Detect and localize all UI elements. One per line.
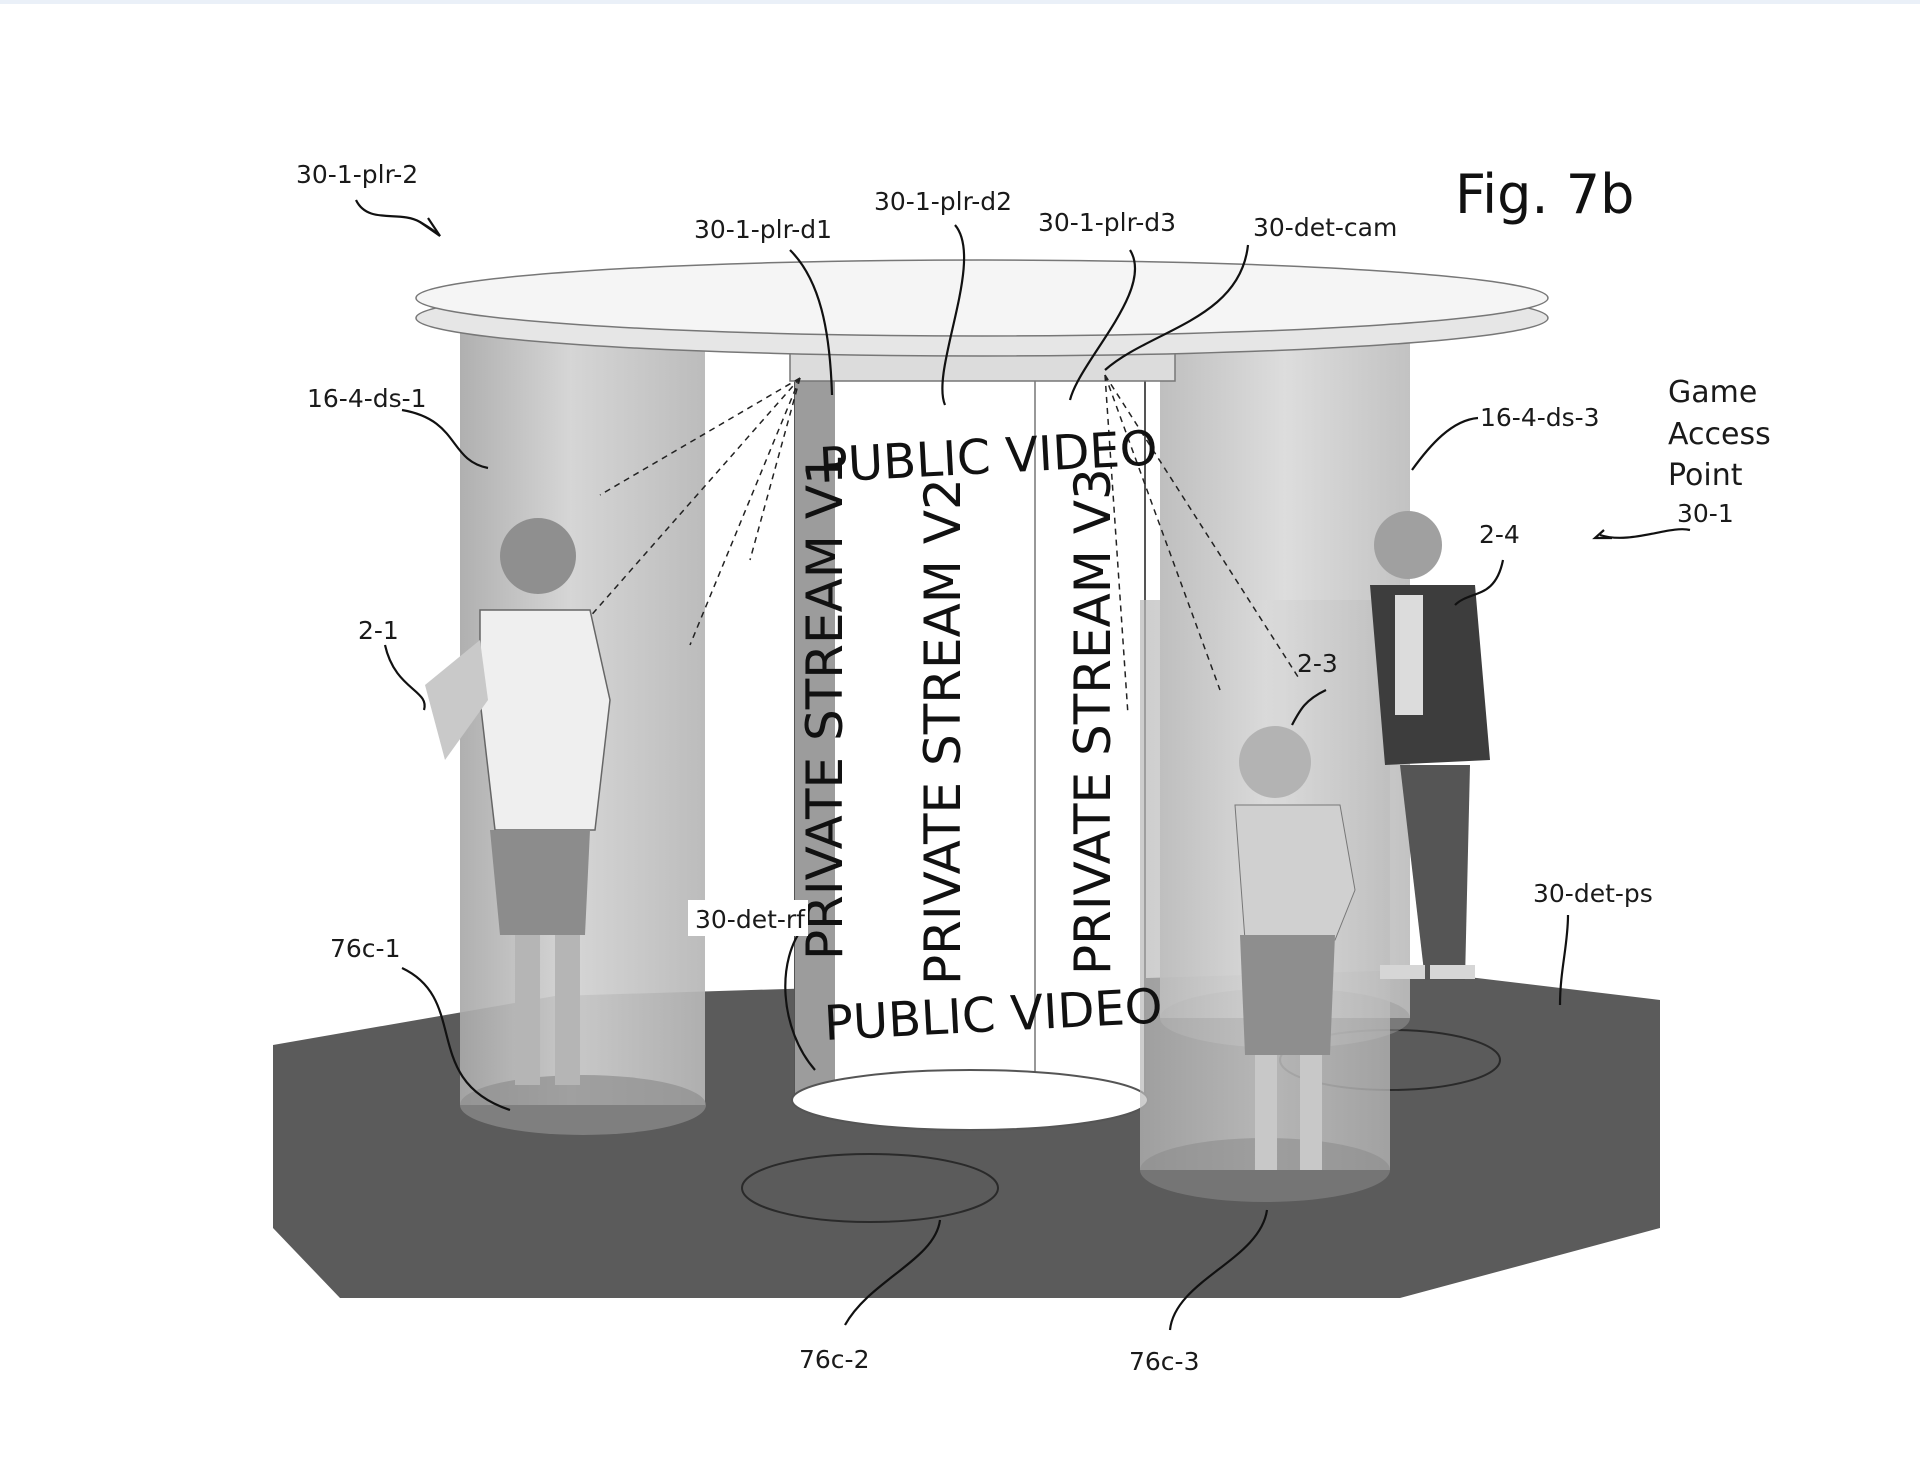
access-point-id: 30-1: [1677, 499, 1734, 528]
access-point-line2: Access: [1668, 417, 1771, 452]
figure-title: Fig. 7b: [1455, 163, 1634, 226]
label-plr-d1: 30-1-plr-d1: [694, 215, 832, 244]
label-det-cam: 30-det-cam: [1253, 213, 1397, 242]
label-player-2-3: 2-3: [1297, 649, 1338, 678]
access-point-line3: Point: [1668, 458, 1743, 493]
label-player-2-4: 2-4: [1479, 520, 1520, 549]
private-stream-v3: PRIVATE STREAM V3: [1064, 468, 1122, 975]
label-plr-d3: 30-1-plr-d3: [1038, 208, 1176, 237]
label-ds-3: 16-4-ds-3: [1480, 403, 1600, 432]
label-player-2-1: 2-1: [358, 616, 399, 645]
access-point-line1: Game: [1668, 375, 1757, 410]
private-stream-v1: PRIVATE STREAM V1: [796, 453, 854, 960]
label-c-1: 76c-1: [330, 934, 400, 963]
label-c-3: 76c-3: [1129, 1347, 1199, 1376]
label-ds-1: 16-4-ds-1: [307, 384, 427, 413]
label-plr-d2: 30-1-plr-d2: [874, 187, 1012, 216]
roof-disc-plr-2: [416, 260, 1548, 356]
label-det-rf: 30-det-rf: [695, 905, 806, 934]
private-stream-v2: PRIVATE STREAM V2: [914, 478, 972, 985]
label-c-2: 76c-2: [799, 1345, 869, 1374]
label-plr-2: 30-1-plr-2: [296, 160, 418, 189]
label-det-ps: 30-det-ps: [1533, 879, 1653, 908]
